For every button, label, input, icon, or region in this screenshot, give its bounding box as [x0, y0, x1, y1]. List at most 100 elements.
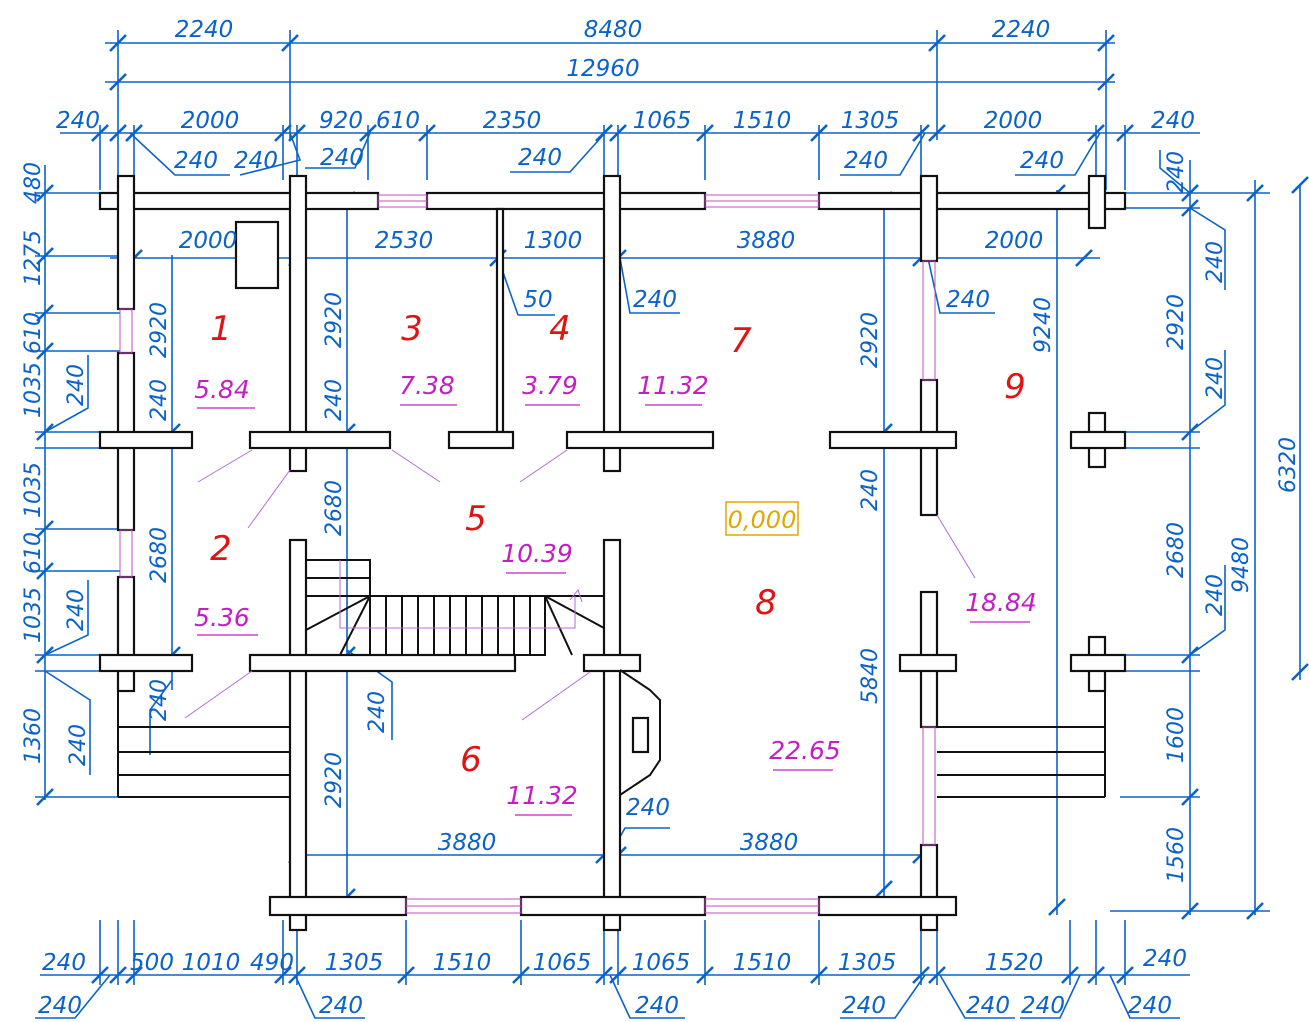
dim-left-inner: 2680 [147, 527, 172, 583]
room-number: 1 [210, 309, 232, 349]
dim-right-total: 6320 [1276, 437, 1301, 493]
dim-top4: 240 [844, 148, 888, 174]
dim-bottom1: 490 [250, 950, 294, 976]
dim-top4: 240 [320, 145, 364, 171]
left-porch [117, 691, 290, 798]
dim-right-chain: 1600 [1164, 707, 1189, 763]
dim-left-chain: 610 [21, 532, 46, 574]
dim-bottom1: 1065 [533, 950, 592, 976]
log-walls [98, 174, 1127, 932]
dim-center-vert: 240 [322, 379, 347, 421]
dim-top3: 2350 [483, 108, 542, 134]
dim-partition: 50 [523, 287, 552, 313]
dim-top3: 240 [1151, 108, 1195, 134]
dim-center-vert: 2920 [322, 752, 347, 808]
area-label: 3.79 [522, 371, 578, 400]
dim-bottom-inner: 3880 [438, 830, 497, 856]
area-label: 10.39 [501, 539, 573, 568]
dim-top4: 240 [518, 145, 562, 171]
dim-bottom2: 240 [635, 993, 679, 1019]
dim-right-inner: 240 [858, 469, 883, 511]
dim-top-total: 12960 [566, 56, 639, 82]
dim-left-chain: 240 [64, 589, 89, 631]
room-areas: 5.84 5.36 7.38 3.79 11.32 10.39 11.32 22… [194, 371, 1037, 816]
dim-left-chain: 1035 [21, 462, 46, 518]
dim-bottom1: 240 [1143, 946, 1187, 972]
dimension-labels: 2240 8480 2240 12960 240 2000 920 610 23… [21, 17, 1301, 1019]
dim-left-chain: 240 [64, 364, 89, 406]
dim-left-chain: 610 [21, 312, 46, 354]
dim-right-chain: 240 [1203, 357, 1228, 399]
room-number: 3 [401, 309, 423, 349]
area-label: 11.32 [506, 781, 578, 810]
dim-bottom2: 240 [842, 993, 886, 1019]
dim-right-chain: 240 [1164, 151, 1189, 193]
dim-bottom1: 240 [42, 950, 86, 976]
dim-left-chain: 240 [66, 724, 91, 766]
room-number: 7 [730, 321, 752, 361]
right-porch [937, 691, 1106, 798]
dim-bottom1: 500 [130, 950, 174, 976]
dim-bottom1: 1520 [985, 950, 1044, 976]
dim-top3: 2000 [181, 108, 240, 134]
dim-top3: 1305 [841, 108, 900, 134]
dim-center-vert: 2680 [322, 480, 347, 536]
dim-left-chain: 1360 [21, 708, 46, 764]
dim-inner-top: 1300 [524, 228, 583, 254]
dim-right-chain: 1560 [1164, 827, 1189, 883]
dim-bottom1: 1010 [182, 950, 241, 976]
dim-top3: 2000 [984, 108, 1043, 134]
dim-top3: 610 [376, 108, 420, 134]
dim-inner-top: 2000 [985, 228, 1044, 254]
dim-top4: 240 [234, 148, 278, 174]
dim-right-inner: 5840 [858, 648, 883, 704]
dim-right-chain: 240 [1203, 574, 1228, 616]
dimension-lines [35, 30, 1301, 1019]
area-label: 7.38 [399, 371, 455, 400]
dim-left-chain: 1275 [21, 230, 46, 286]
dim-left-chain: 1035 [21, 362, 46, 418]
staircase [305, 559, 605, 656]
dim-right-total: 9480 [1229, 537, 1254, 593]
dim-bottom2: 240 [319, 993, 363, 1019]
area-label: 22.65 [769, 736, 841, 765]
dim-top4: 240 [1020, 148, 1064, 174]
area-label: 5.36 [194, 603, 250, 632]
dim-inner-top: 3880 [737, 228, 796, 254]
dim-center-vert: 2920 [322, 292, 347, 348]
area-label: 18.84 [965, 588, 1037, 617]
room-number: 2 [210, 529, 232, 569]
dim-top3: 1510 [733, 108, 792, 134]
room-number: 4 [549, 309, 571, 349]
dim-right-inner: 2920 [858, 312, 883, 368]
dim-right-chain: 2680 [1164, 522, 1189, 578]
dim-left-inner: 2920 [147, 302, 172, 358]
dim-inner-misc: 240 [633, 287, 677, 313]
dim-top4: 240 [174, 148, 218, 174]
dim-bottom1: 1305 [325, 950, 384, 976]
dim-bottom2: 240 [38, 993, 82, 1019]
area-label: 11.32 [637, 371, 709, 400]
dim-bottom2: 240 [1128, 993, 1172, 1019]
level-mark-text: 0,000 [728, 506, 797, 534]
dim-bottom1: 1510 [433, 950, 492, 976]
area-label: 5.84 [194, 375, 250, 404]
room-number: 6 [460, 740, 482, 780]
dim-right-chain: 2920 [1164, 294, 1189, 350]
dim-bottom2: 240 [966, 993, 1010, 1019]
dim-top3: 1065 [633, 108, 692, 134]
room-number: 5 [465, 499, 487, 539]
dim-inner-top: 2000 [179, 228, 238, 254]
dim-bottom1: 1510 [733, 950, 792, 976]
dim-inner-top: 2530 [375, 228, 434, 254]
dim-top1-1: 8480 [584, 17, 643, 43]
dim-bottom-inner: 3880 [740, 830, 799, 856]
dim-right-inner: 9240 [1031, 297, 1056, 353]
dim-right-chain: 240 [1203, 241, 1228, 283]
level-mark: 0,000 [725, 501, 799, 536]
room-number: 8 [755, 583, 777, 623]
dim-bottom1: 1305 [838, 950, 897, 976]
room-number: 9 [1004, 367, 1026, 407]
dim-center-vert: 240 [365, 691, 390, 733]
